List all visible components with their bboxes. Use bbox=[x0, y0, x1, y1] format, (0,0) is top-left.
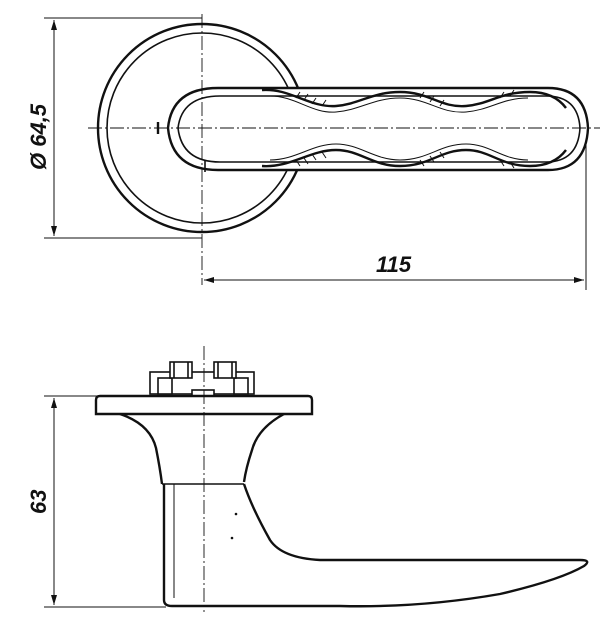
grip-wave-top-inner bbox=[269, 95, 529, 113]
handle-inner-outline bbox=[177, 95, 581, 163]
rosette-plate bbox=[94, 394, 314, 416]
detail-dot-1 bbox=[234, 512, 238, 516]
grip-wave-bottom-inner bbox=[269, 143, 529, 161]
mounting-hardware bbox=[149, 361, 255, 397]
handle-lever-side bbox=[162, 483, 589, 608]
diameter-label: Ø 64,5 bbox=[26, 103, 51, 170]
height-label: 63 bbox=[26, 490, 51, 514]
grip-texture bbox=[295, 89, 515, 169]
detail-dot-2 bbox=[230, 536, 234, 540]
grip-wave-bottom bbox=[261, 148, 567, 168]
handle-outline bbox=[166, 86, 590, 172]
top-view: Ø 64,5 115 bbox=[26, 14, 600, 290]
handle-neck bbox=[119, 412, 285, 485]
side-view: 63 bbox=[26, 346, 589, 612]
length-label: 115 bbox=[376, 252, 412, 277]
